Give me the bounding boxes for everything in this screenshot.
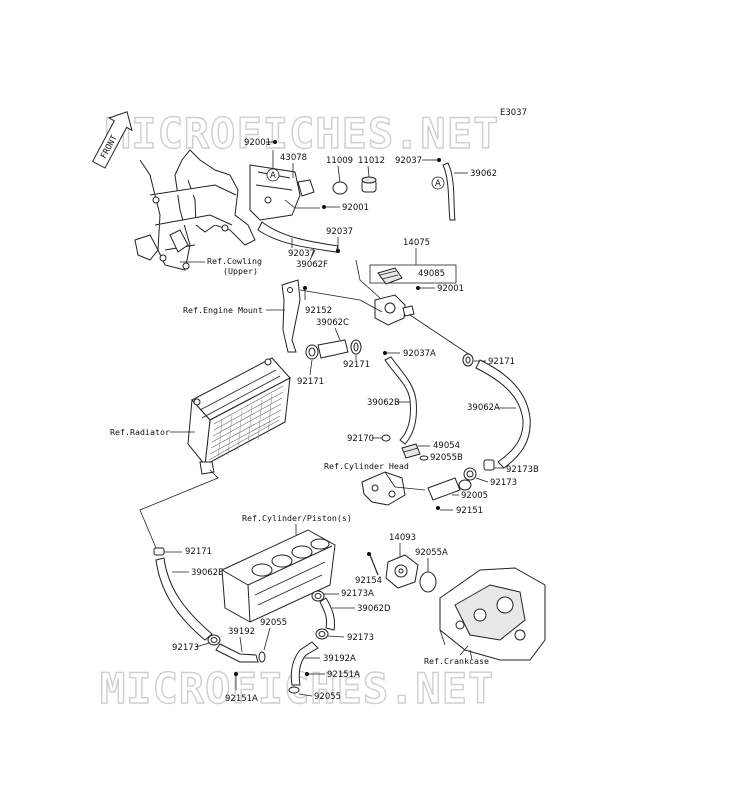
ref-crankcase: Ref.Crankcase — [424, 656, 489, 666]
label-39062E: 39062E — [191, 568, 223, 578]
label-39062B: 39062B — [367, 398, 400, 408]
oring-92055-b — [288, 686, 300, 694]
oring-92055A — [419, 571, 437, 593]
label-92173B: 92173B — [506, 465, 539, 475]
clamp-92173-r — [463, 467, 477, 481]
label-92001-r: 92001 — [437, 284, 464, 294]
label-92170: 92170 — [347, 434, 374, 444]
ref-cowling-upper: (Upper) — [223, 266, 258, 276]
cap-11009 — [332, 181, 348, 195]
cap-11012 — [361, 176, 377, 193]
clamp-92173A — [311, 590, 325, 602]
diagram-id: E3037 — [500, 108, 527, 118]
pipe-39192 — [215, 643, 259, 663]
frame-subframe — [134, 149, 256, 271]
clamp-92171-a — [350, 339, 362, 355]
label-92173A: 92173A — [341, 589, 374, 599]
bolt-92154 — [367, 552, 379, 576]
label-92055B: 92055B — [430, 453, 463, 463]
clamp-92173B — [483, 459, 495, 471]
label-92173-l: 92173 — [172, 643, 199, 653]
label-49054: 49054 — [433, 441, 460, 451]
label-39062D: 39062D — [357, 604, 391, 614]
svg-text:A: A — [435, 179, 441, 189]
label-92173-m: 92173 — [347, 633, 374, 643]
label-92151A-r: 92151A — [327, 670, 360, 680]
label-92171-b: 92171 — [297, 377, 324, 387]
label-92037-tr: 92037 — [395, 156, 422, 166]
ref-cowling: Ref.Cowling — [207, 256, 262, 266]
pipe-92005 — [427, 477, 472, 501]
pipe-39192A — [290, 641, 319, 686]
label-39062A: 39062A — [467, 403, 500, 413]
watermark-top: MICROFICHES.NET — [105, 109, 499, 158]
label-11012: 11012 — [358, 156, 385, 166]
oring-92055B — [419, 455, 429, 461]
clamp-92171-b — [305, 344, 319, 360]
hose-39062C — [317, 339, 349, 359]
svg-text:A: A — [270, 171, 276, 181]
label-43078: 43078 — [280, 153, 307, 163]
sensor-49054 — [401, 443, 421, 459]
label-92171-c: 92171 — [488, 357, 515, 367]
hose-39062D — [319, 597, 335, 631]
cylinder-block — [221, 529, 336, 623]
label-92154: 92154 — [355, 576, 382, 586]
label-92171-a: 92171 — [343, 360, 370, 370]
hose-39062 — [442, 162, 456, 221]
label-92171-d: 92171 — [185, 547, 212, 557]
radiator — [187, 357, 291, 475]
clamp-92171-c — [462, 353, 474, 367]
bracket-14075 — [369, 264, 457, 284]
oring-92055-a — [258, 651, 266, 663]
thermostat-housing-14075 — [374, 294, 415, 326]
label-14093: 14093 — [389, 533, 416, 543]
clamp-92173-m — [315, 628, 329, 640]
water-pump-14093 — [385, 554, 419, 589]
hose-39062B — [384, 356, 417, 445]
hose-39062E — [155, 557, 213, 641]
label-92037-b: 92037 — [326, 227, 353, 237]
label-92055-a: 92055 — [260, 618, 287, 628]
circle-marker-left: A — [266, 168, 280, 182]
label-92055A: 92055A — [415, 548, 448, 558]
reservoir-tank — [249, 164, 315, 221]
label-92037-a: 92037 — [288, 249, 315, 259]
label-39062: 39062 — [470, 169, 497, 179]
label-39192A: 39192A — [323, 654, 356, 664]
label-92151: 92151 — [456, 506, 483, 516]
label-92152: 92152 — [305, 306, 332, 316]
label-92151A-l: 92151A — [225, 694, 258, 704]
hose-39062A — [475, 359, 531, 469]
label-49085: 49085 — [418, 269, 445, 279]
hose-39062F — [257, 221, 339, 253]
ref-engine-mount: Ref.Engine Mount — [183, 305, 263, 315]
circle-marker-right: A — [431, 176, 445, 190]
ref-cylinder-piston: Ref.Cylinder/Piston(s) — [242, 513, 352, 523]
cylinder-head — [361, 471, 406, 506]
clamp-92173-l — [207, 634, 221, 646]
crankcase — [439, 567, 546, 661]
label-39062C: 39062C — [316, 318, 349, 328]
label-92173-r: 92173 — [490, 478, 517, 488]
label-92001-mid: 92001 — [342, 203, 369, 213]
label-92005: 92005 — [461, 491, 488, 501]
label-92037A: 92037A — [403, 349, 436, 359]
label-39192: 39192 — [228, 627, 255, 637]
label-92055-b: 92055 — [314, 692, 341, 702]
label-39062F: 39062F — [296, 260, 328, 270]
engine-mount — [281, 279, 301, 353]
label-11009: 11009 — [326, 156, 353, 166]
clamp-92170 — [381, 434, 391, 442]
thermostat-49085 — [377, 267, 403, 285]
clamp-92171-d — [153, 547, 165, 556]
ref-cylinder-head: Ref.Cylinder Head — [324, 461, 409, 471]
label-14075: 14075 — [403, 238, 430, 248]
ref-radiator: Ref.Radiator — [110, 427, 170, 437]
label-92001-top: 92001 — [244, 138, 271, 148]
